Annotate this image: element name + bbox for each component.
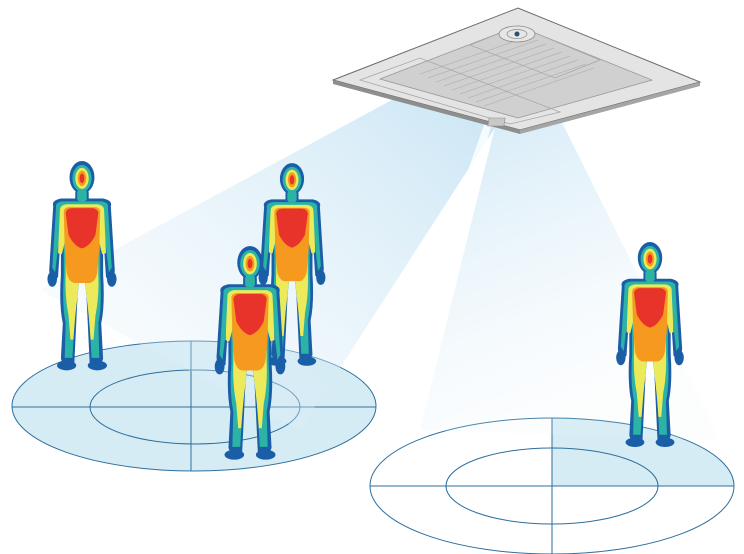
infrared-sensor-icon (515, 32, 520, 37)
person-left-1 (47, 161, 116, 370)
